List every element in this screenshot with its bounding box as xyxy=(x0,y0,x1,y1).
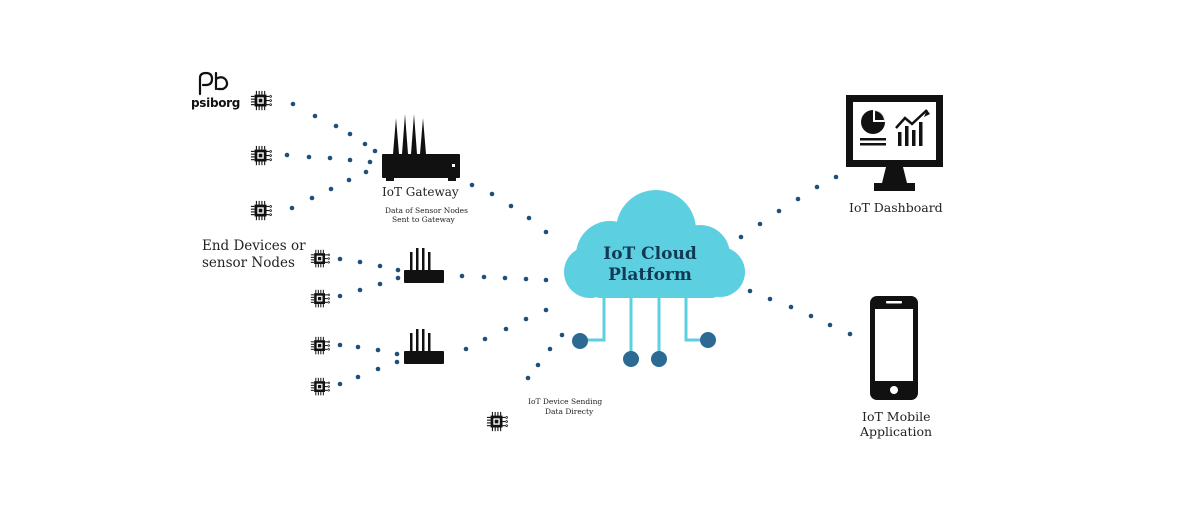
brand-name: psiborg xyxy=(191,96,241,110)
sensor-node-chip-icon xyxy=(250,145,272,166)
iot-gateway-router-icon xyxy=(382,114,460,181)
direct-device-label-line2: Data Directy xyxy=(545,407,594,416)
cloud-icon xyxy=(564,190,745,298)
gateway-desc-line2: Sent to Gateway xyxy=(392,215,455,224)
sensor-node-chip-icon xyxy=(250,200,272,221)
cloud-node xyxy=(700,332,716,348)
sensor-node-chip-icon xyxy=(310,377,330,396)
cloud-node xyxy=(623,351,639,367)
gateway-title: IoT Gateway xyxy=(382,185,459,199)
mobile-label-line2: Application xyxy=(860,424,933,439)
gateway-router-icon xyxy=(404,248,444,283)
sensor-node-chip-icon xyxy=(310,249,330,268)
gateway-desc-line1: Data of Sensor Nodes xyxy=(385,206,468,215)
cloud-label-line1: IoT Cloud xyxy=(603,244,697,264)
end-devices-label-line2: sensor Nodes xyxy=(202,255,295,271)
connection-dots xyxy=(284,101,853,387)
smartphone-icon xyxy=(870,296,918,400)
gateway-router-icon xyxy=(404,329,444,364)
cloud-node xyxy=(572,333,588,349)
cloud-node xyxy=(651,351,667,367)
sensor-node-chip-icon xyxy=(310,336,330,355)
cloud-label-line2: Platform xyxy=(608,265,692,285)
cloud-platform-label: IoT Cloud Platform xyxy=(590,244,710,286)
mobile-label-line1: IoT Mobile xyxy=(862,409,931,424)
psiborg-logo-icon xyxy=(198,71,229,96)
sensor-node-chip-icon xyxy=(250,90,272,111)
dashboard-label: IoT Dashboard xyxy=(849,200,943,215)
cloud-connectors xyxy=(580,296,706,355)
direct-device-label-line1: IoT Device Sending xyxy=(528,397,603,406)
monitor-icon xyxy=(846,95,943,191)
direct-device-chip-icon xyxy=(486,411,508,432)
end-devices-label-line1: End Devices or xyxy=(202,238,306,254)
sensor-node-chip-icon xyxy=(310,289,330,308)
